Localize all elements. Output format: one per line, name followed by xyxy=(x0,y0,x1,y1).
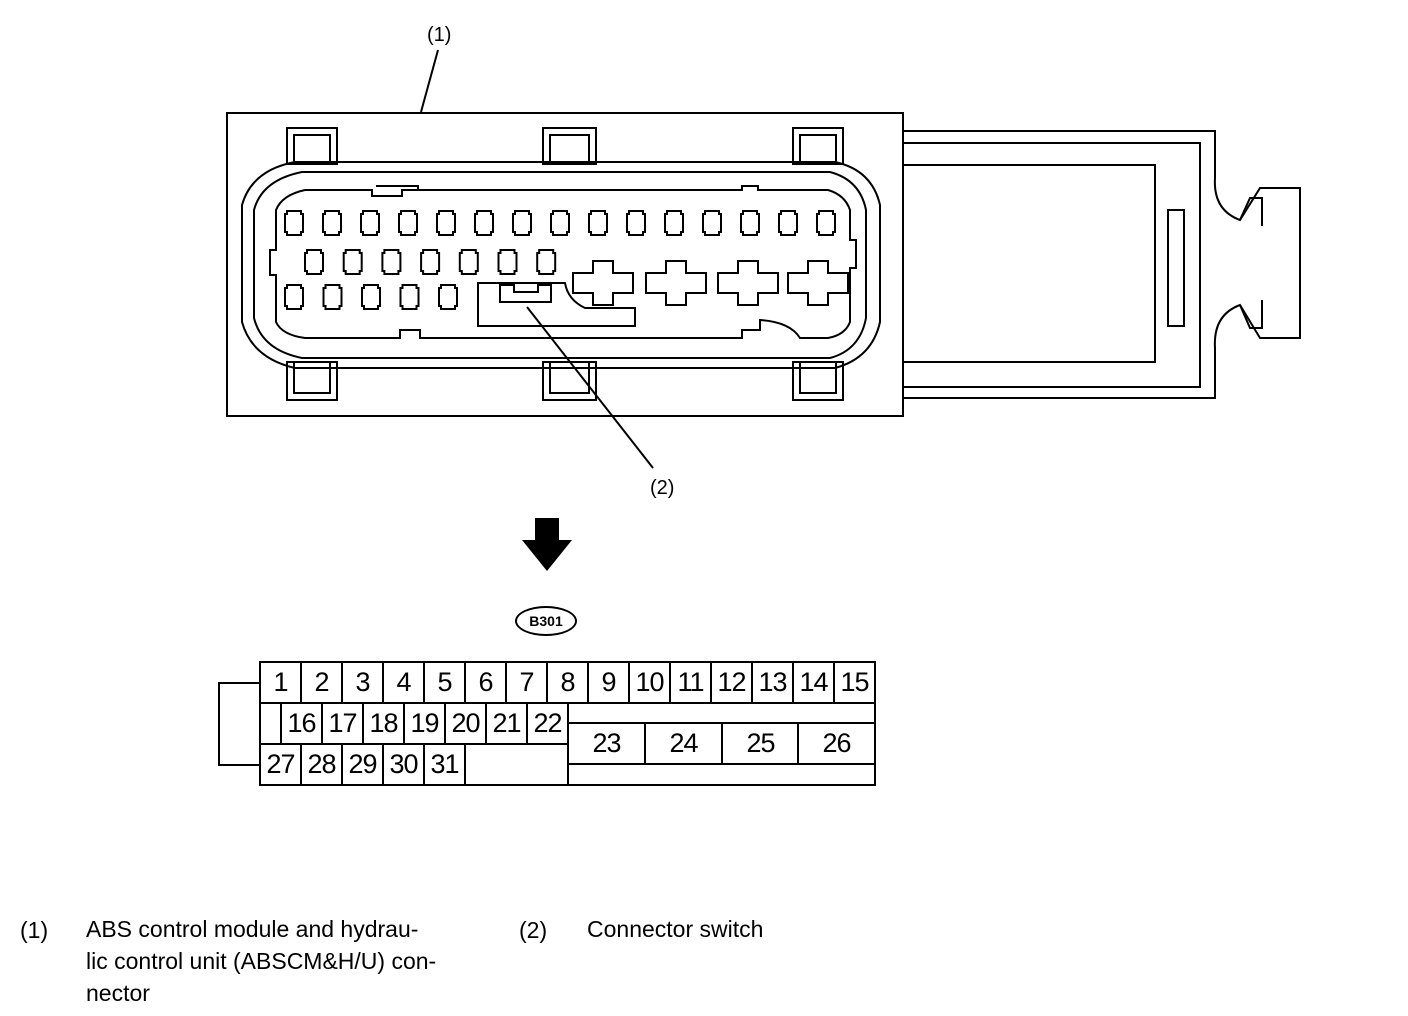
leader-line-1 xyxy=(420,49,439,113)
pin-cavity xyxy=(438,284,458,310)
pin-cavity xyxy=(398,210,418,236)
connector-shroud xyxy=(241,161,881,369)
pin-cavity xyxy=(550,210,570,236)
pin-cell: 4 xyxy=(382,661,425,704)
legend-line: Connector switch xyxy=(587,916,764,942)
pin-cavity xyxy=(458,249,479,275)
pin-cell: 28 xyxy=(300,743,343,786)
pin-cell: 10 xyxy=(628,661,671,704)
pin-cavity xyxy=(816,210,836,236)
pin-cavity xyxy=(536,249,557,275)
large-pin-cavity xyxy=(717,260,779,306)
down-arrow-icon xyxy=(522,518,572,571)
pin-cell-empty xyxy=(464,743,569,786)
pin-cell-large: 26 xyxy=(797,722,876,765)
pin-cell: 30 xyxy=(382,743,425,786)
pin-cavity xyxy=(399,284,420,310)
pin-cell: 17 xyxy=(321,702,364,745)
pin-cavity xyxy=(702,210,722,236)
pin-cell-empty xyxy=(259,702,282,745)
pin-cell: 2 xyxy=(300,661,343,704)
large-pin-cavity xyxy=(645,260,707,306)
pin-cell: 11 xyxy=(669,661,712,704)
pin-diagram-bracket xyxy=(218,682,259,766)
pin-cell: 29 xyxy=(341,743,384,786)
pin-cavity xyxy=(322,284,343,310)
pin-cavity xyxy=(304,249,324,275)
legend-line: ABS control module and hydrau- xyxy=(86,916,419,942)
pin-cell: 3 xyxy=(341,661,384,704)
pin-cell-empty xyxy=(567,763,876,786)
pin-cavity xyxy=(497,249,518,275)
pin-cell: 16 xyxy=(280,702,323,745)
lock-arm xyxy=(903,130,1301,399)
large-pin-cavity xyxy=(787,260,849,306)
pin-cavity xyxy=(284,284,304,310)
pin-cell: 5 xyxy=(423,661,466,704)
pin-cell: 12 xyxy=(710,661,753,704)
legend-number-1: (1) xyxy=(20,917,49,943)
large-pin-cavity xyxy=(572,260,634,306)
pin-cell: 1 xyxy=(259,661,302,704)
pin-cavity xyxy=(360,210,380,236)
pin-cavity xyxy=(474,210,494,236)
pin-cavity xyxy=(436,210,456,236)
pin-cell: 20 xyxy=(444,702,487,745)
pin-cell: 18 xyxy=(362,702,405,745)
pin-cavity xyxy=(342,249,363,275)
pin-cavity xyxy=(512,210,532,236)
pin-cavity xyxy=(588,210,608,236)
connector-switch xyxy=(477,282,636,327)
pin-cavity xyxy=(381,249,402,275)
pin-cavity xyxy=(284,210,304,236)
connector-code-badge: B301 xyxy=(515,606,577,636)
legend-number-2: (2) xyxy=(519,917,548,943)
pin-cell: 14 xyxy=(792,661,835,704)
pin-cavity xyxy=(420,249,441,275)
pin-cavity xyxy=(740,210,760,236)
pin-cell: 15 xyxy=(833,661,876,704)
pin-cell: 22 xyxy=(526,702,569,745)
legend-line: nector xyxy=(86,980,150,1006)
pin-cell: 31 xyxy=(423,743,466,786)
pin-cell-large: 25 xyxy=(721,722,800,765)
legend-text-2: Connector switch xyxy=(587,913,763,945)
pin-cavity xyxy=(664,210,684,236)
pin-cell: 27 xyxy=(259,743,302,786)
pin-cavity xyxy=(626,210,646,236)
legend-line: lic control unit (ABSCM&H/U) con- xyxy=(86,948,437,974)
cavity-area xyxy=(269,185,857,339)
legend-text-1: ABS control module and hydrau- lic contr… xyxy=(86,913,436,1009)
pin-cell: 7 xyxy=(505,661,548,704)
pin-cell-empty xyxy=(567,702,876,724)
leader-line-2 xyxy=(526,306,654,469)
connector-housing xyxy=(226,112,904,417)
pin-cavity xyxy=(361,284,381,310)
pin-cell: 19 xyxy=(403,702,446,745)
pin-cell: 21 xyxy=(485,702,528,745)
pin-cell: 6 xyxy=(464,661,507,704)
pin-cavity xyxy=(322,210,342,236)
pin-cell: 9 xyxy=(587,661,630,704)
callout-2: (2) xyxy=(650,477,675,499)
pin-cell-large: 23 xyxy=(567,722,646,765)
pin-cavity xyxy=(778,210,798,236)
callout-1: (1) xyxy=(427,24,452,46)
pin-cell-large: 24 xyxy=(644,722,723,765)
pin-cell: 8 xyxy=(546,661,589,704)
pin-cell: 13 xyxy=(751,661,794,704)
